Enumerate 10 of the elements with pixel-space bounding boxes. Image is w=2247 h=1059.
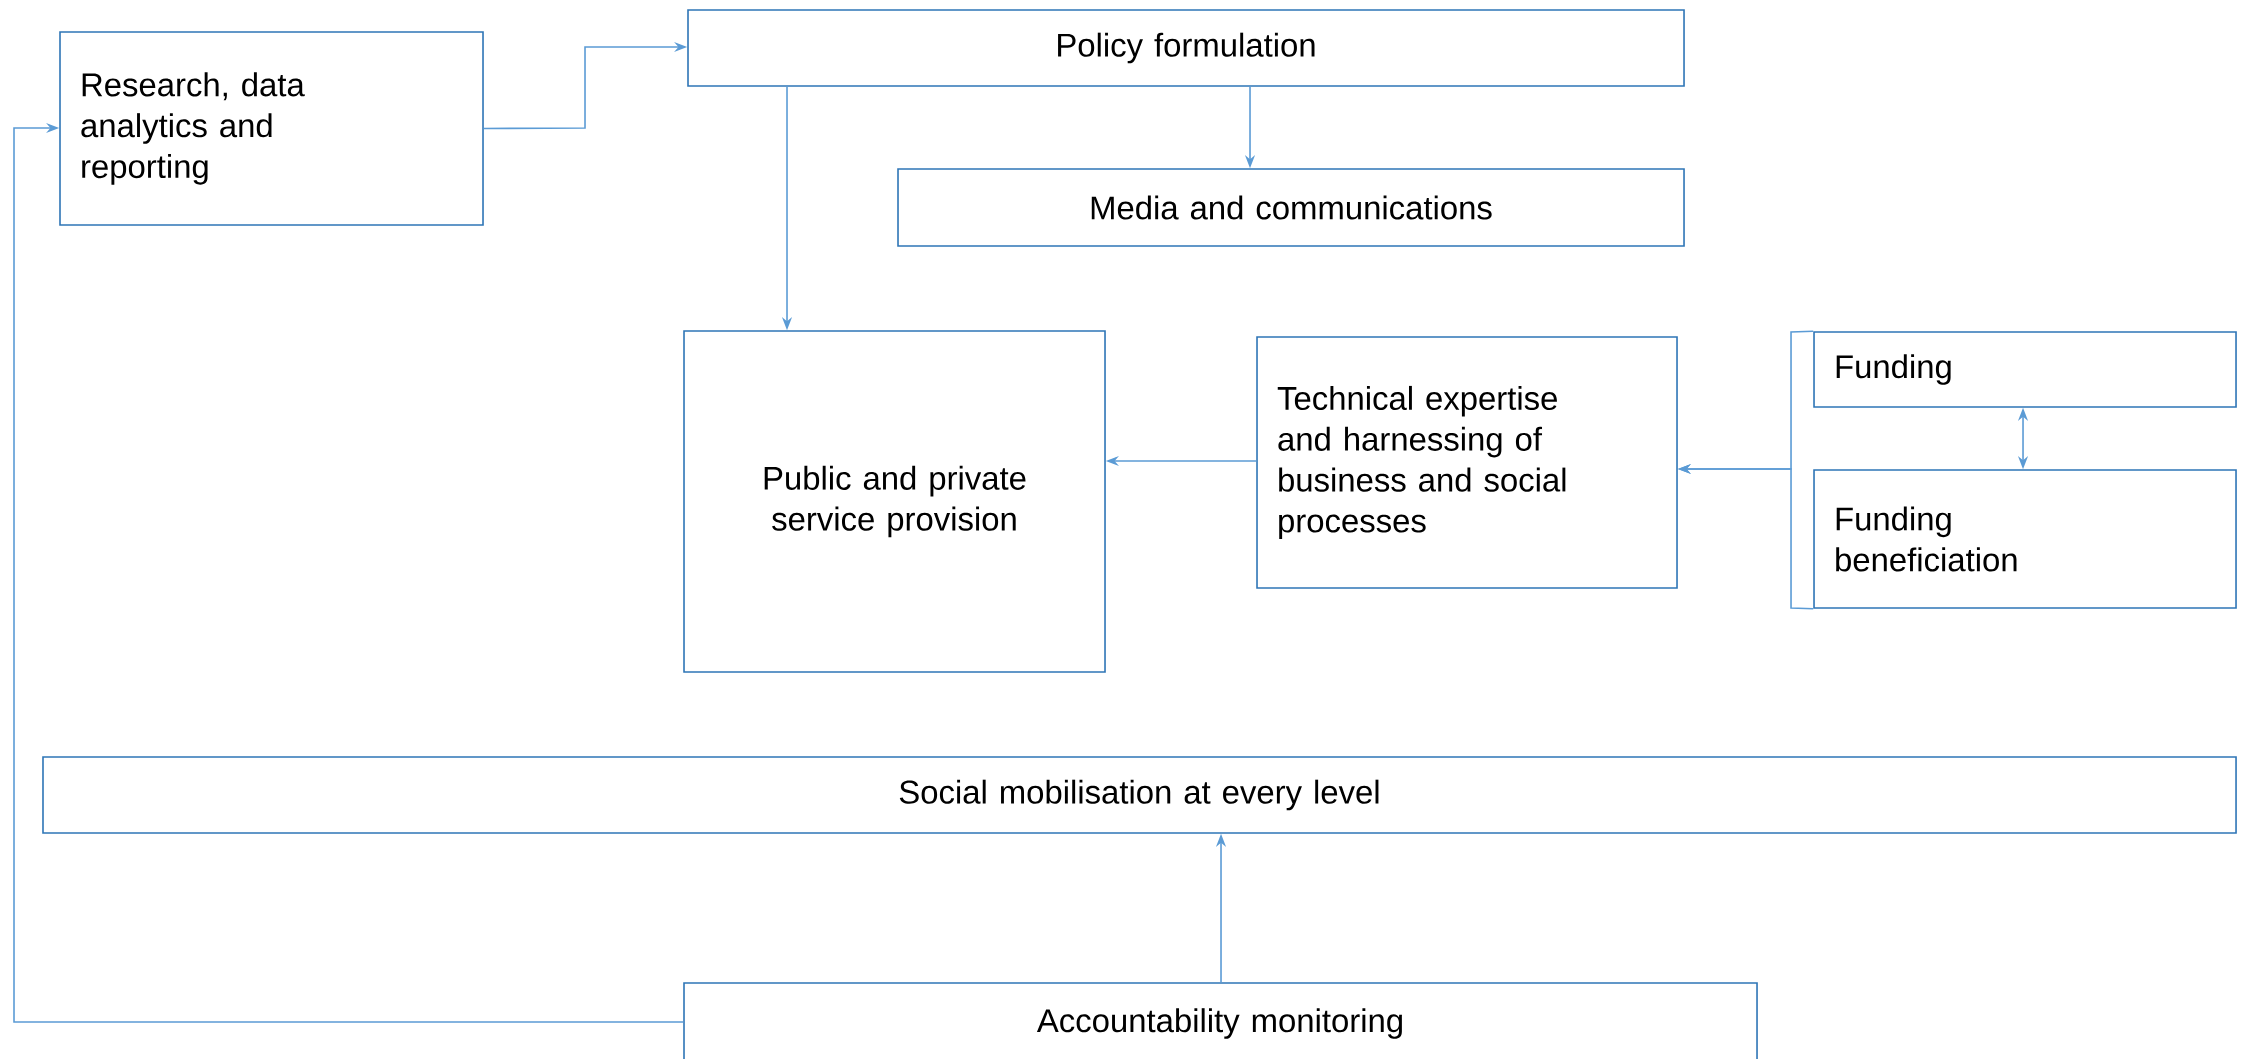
arrow	[13, 122, 684, 1023]
process-box: Funding	[1813, 331, 2237, 408]
process-box: Social mobilisation at every level	[42, 756, 2237, 834]
process-box: Media and communications	[897, 168, 1685, 247]
process-box: Funding beneficiation	[1813, 469, 2237, 609]
process-box: Accountability monitoring	[683, 982, 1758, 1059]
process-box: Public and private service provision	[683, 330, 1106, 673]
process-box: Policy formulation	[687, 9, 1685, 87]
process-box: Research, data analytics and reporting	[59, 31, 484, 226]
process-box: Technical expertise and harnessing of business and social processes	[1256, 336, 1678, 589]
